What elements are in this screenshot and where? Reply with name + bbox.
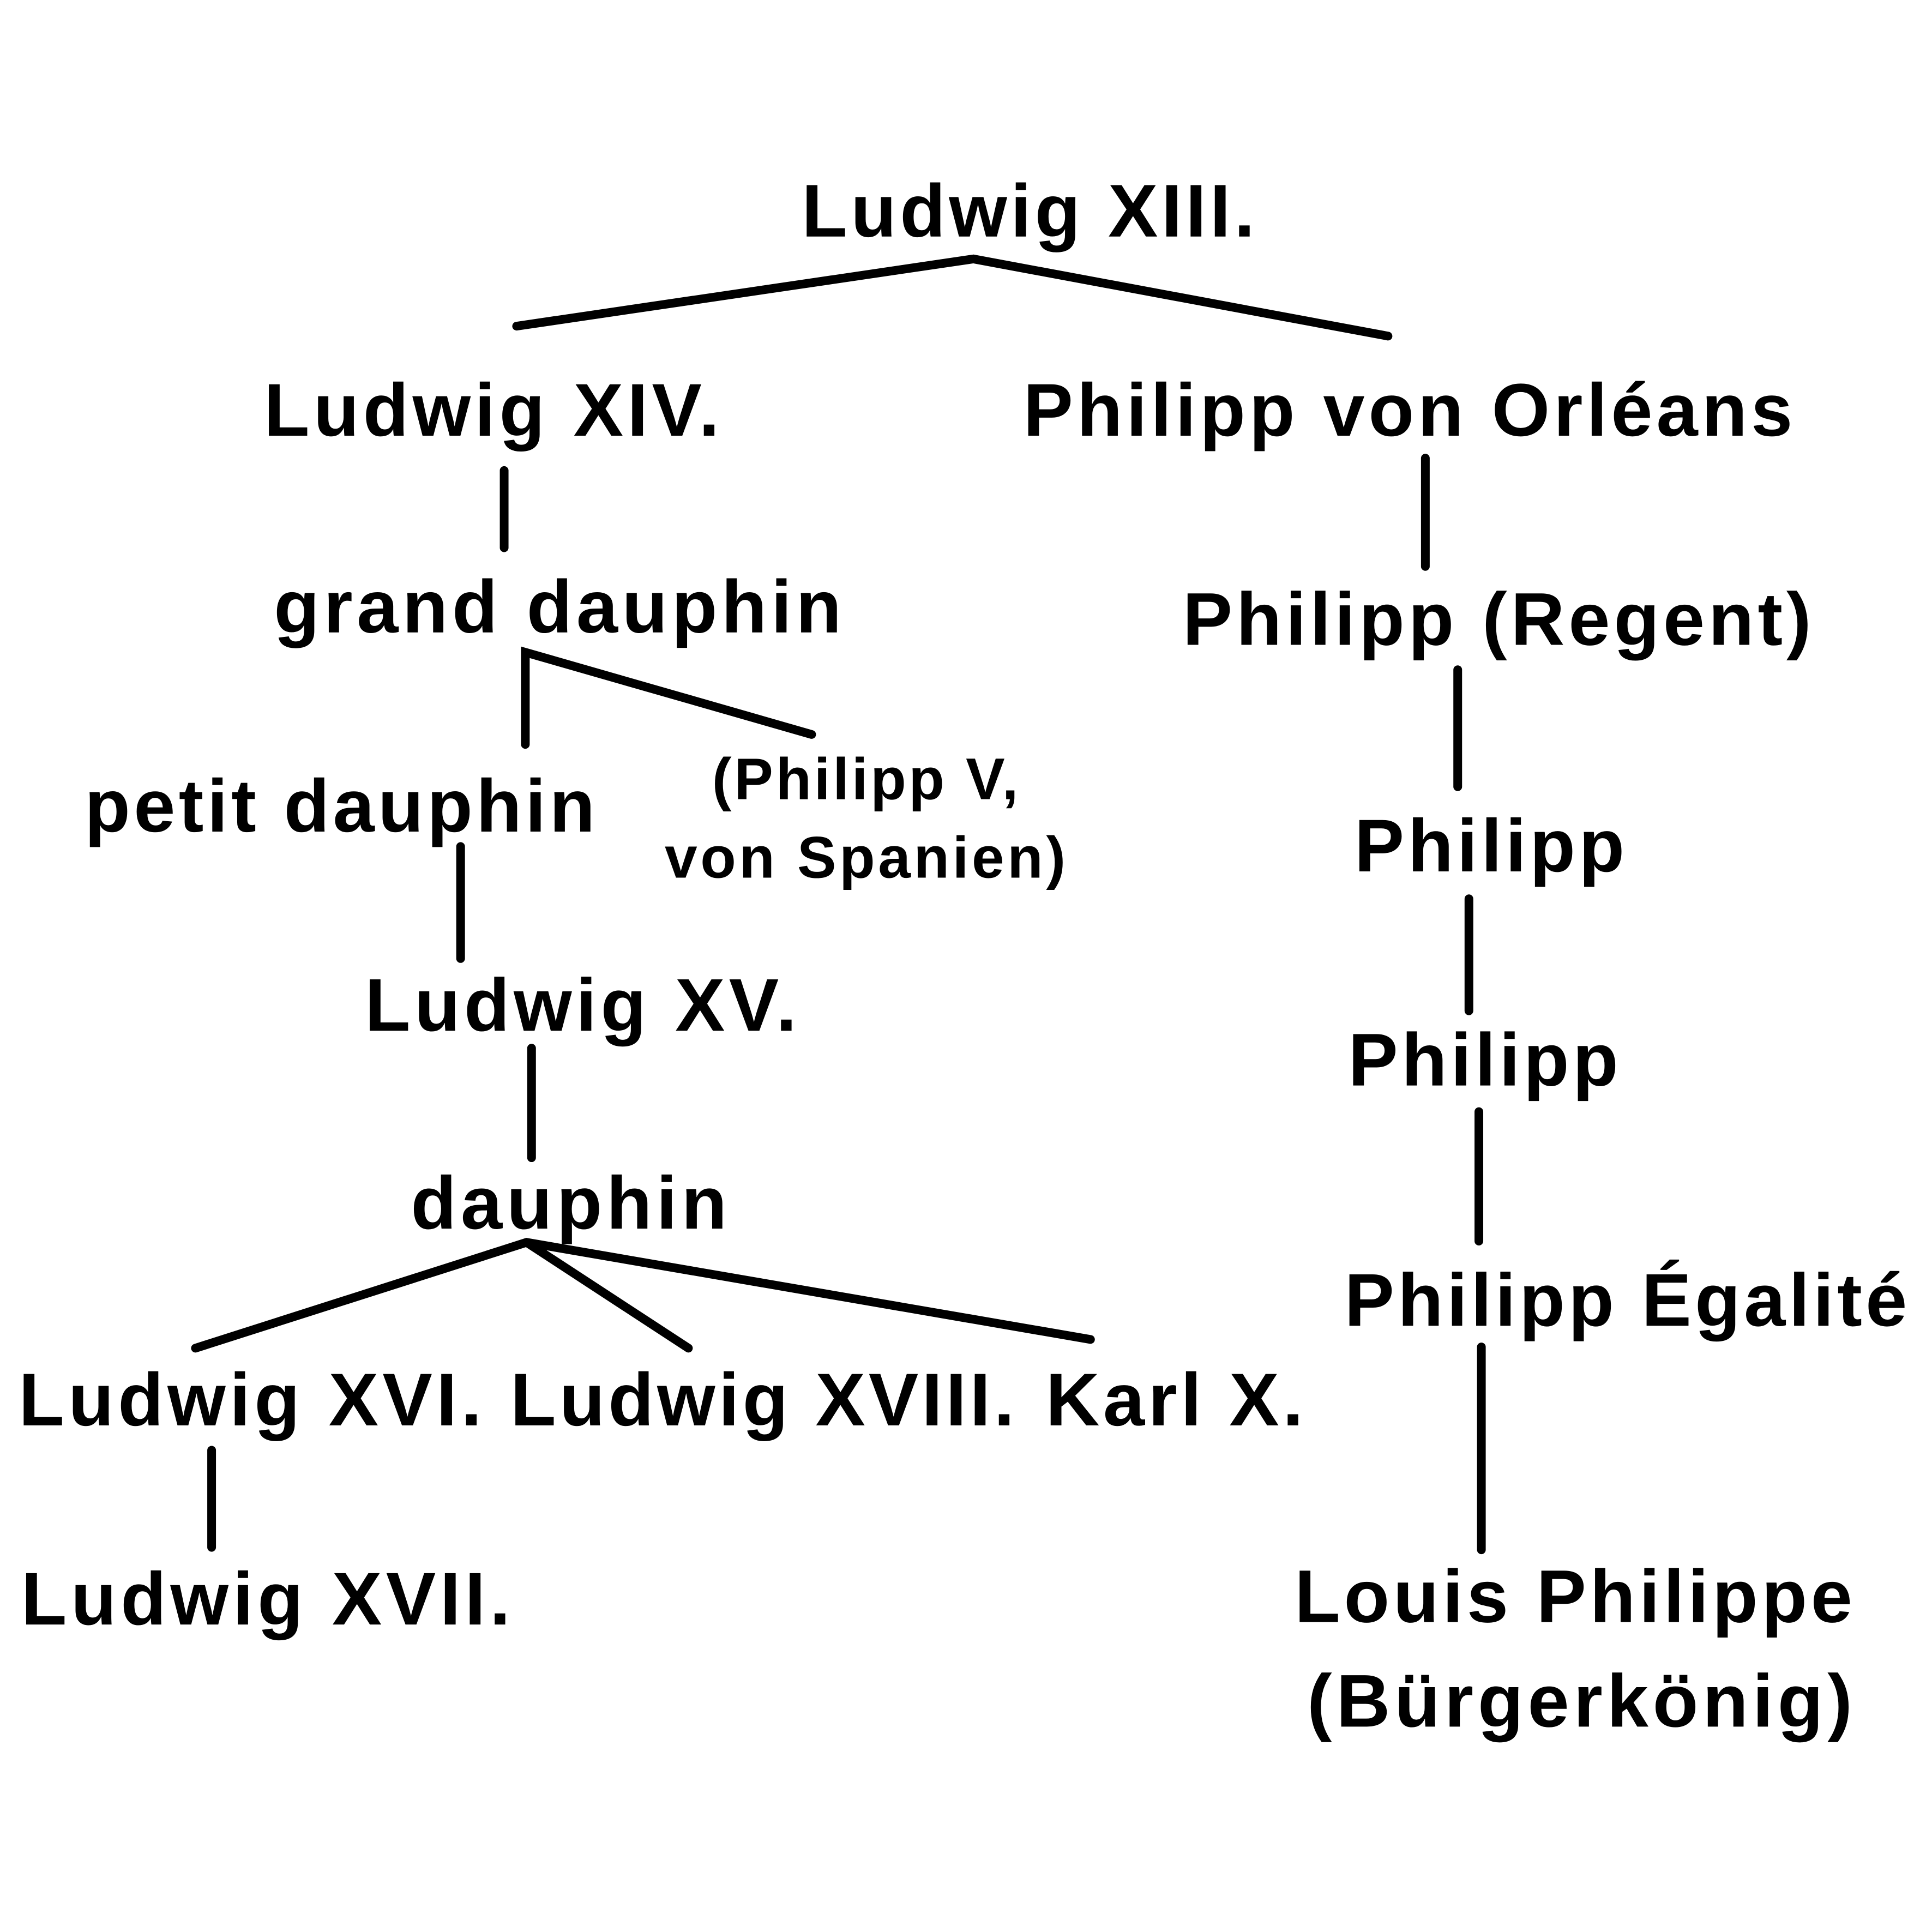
edge-dauphin-karl10	[522, 1238, 1095, 1344]
node-ludwig14: Ludwig XIV.	[264, 369, 720, 452]
node-philipp5-line2: von Spanien)	[665, 824, 1066, 890]
node-karl10: Karl X.	[1046, 1358, 1304, 1442]
edge-ludwig13-children	[512, 254, 1393, 341]
nodes: Ludwig XIII. Ludwig XIV. Philipp von Orl…	[19, 170, 1907, 1743]
node-ludwig13: Ludwig XIII.	[802, 170, 1255, 253]
edge-grand-dauphin-children	[521, 646, 816, 749]
node-petit-dauphin: petit dauphin	[85, 765, 595, 848]
node-louis-philippe-line2: (Bürgerkönig)	[1307, 1659, 1852, 1743]
node-ludwig16: Ludwig XVI.	[19, 1358, 482, 1442]
node-grand-dauphin: grand dauphin	[274, 565, 841, 649]
node-ludwig15: Ludwig XV.	[365, 964, 797, 1047]
node-dauphin: dauphin	[411, 1161, 727, 1245]
node-philipp-regent: Philipp (Regent)	[1183, 578, 1811, 661]
node-ludwig18: Ludwig XVIII.	[510, 1358, 1015, 1442]
edge-dauphin-ludwig18	[522, 1238, 693, 1353]
node-philipp-a: Philipp	[1355, 804, 1624, 888]
edge-dauphin-ludwig16	[191, 1238, 531, 1353]
node-ludwig17: Ludwig XVII.	[21, 1557, 510, 1641]
node-louis-philippe-line1: Louis Philippe	[1295, 1555, 1852, 1639]
connectors	[191, 254, 1486, 1555]
node-philipp-b: Philipp	[1348, 1019, 1618, 1102]
node-philipp-egalite: Philipp Égalité	[1344, 1259, 1907, 1342]
node-philipp-orleans: Philipp von Orléans	[1024, 369, 1793, 452]
node-philipp5-line1: (Philipp V,	[712, 747, 1019, 812]
